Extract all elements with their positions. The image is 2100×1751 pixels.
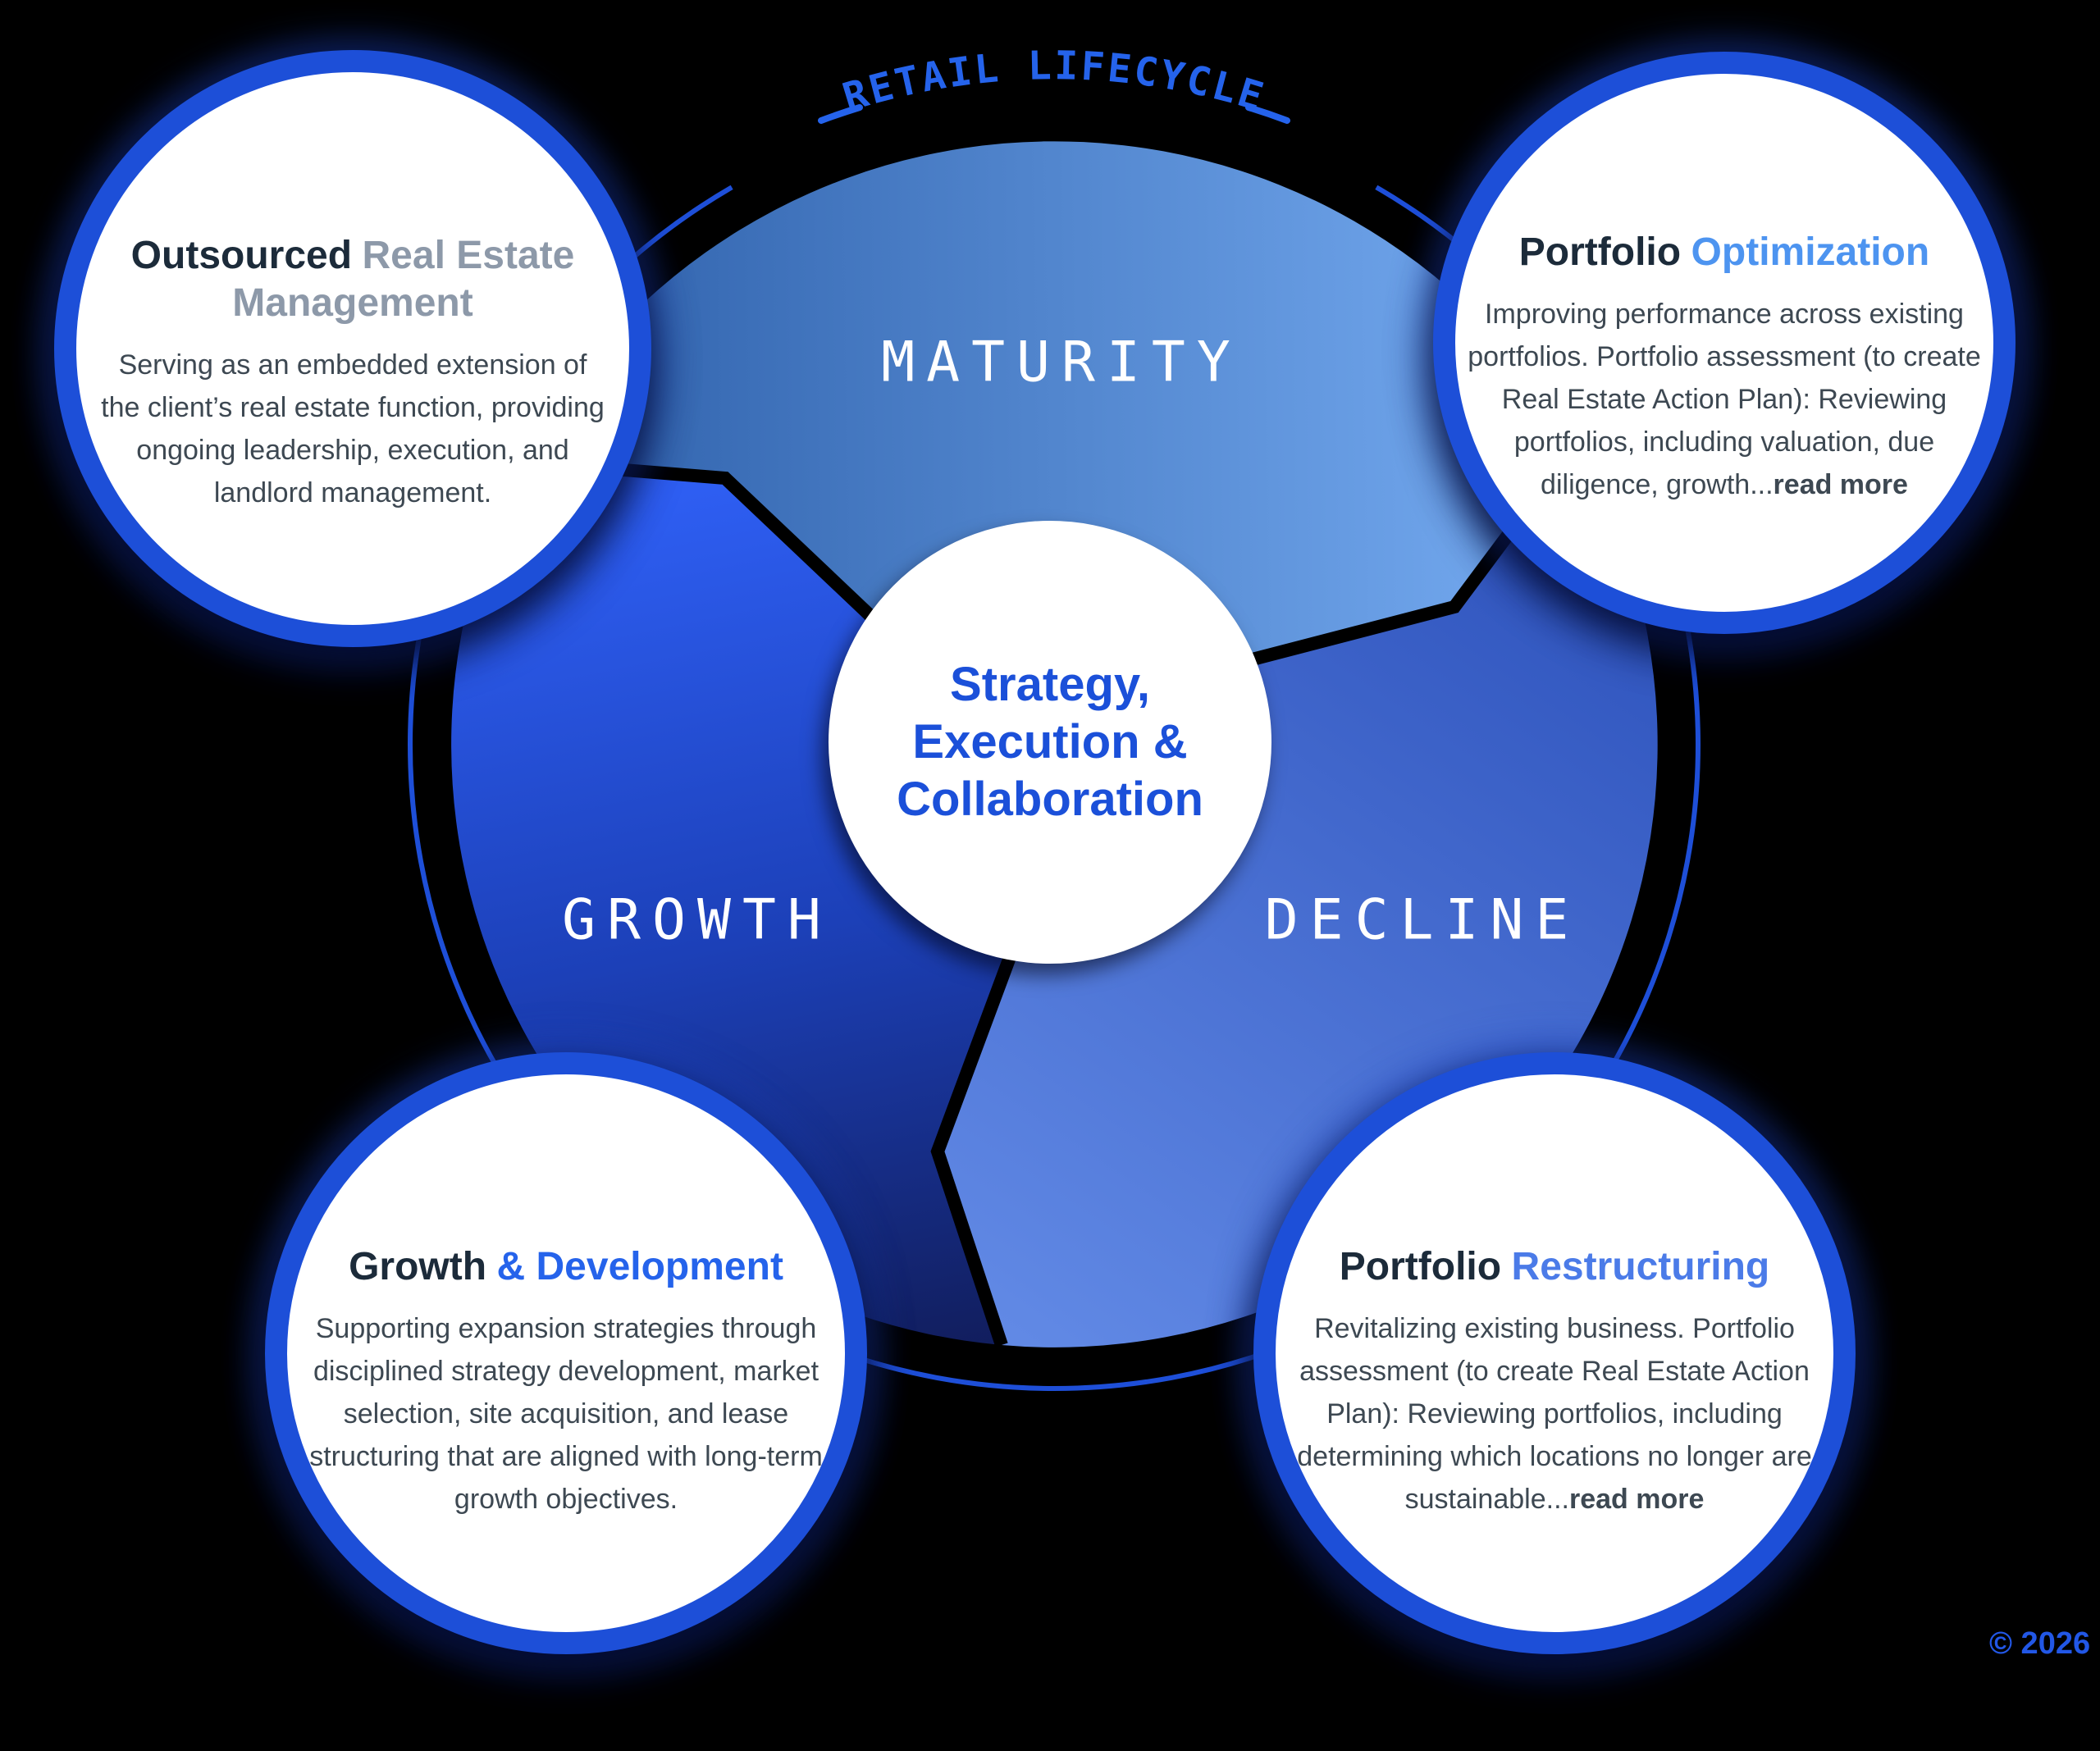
maturity-label: MATURITY (881, 330, 1242, 395)
restructuring-body: Revitalizing existing business. Portfoli… (1294, 1307, 1815, 1521)
optimization-title-accent: Optimization (1691, 230, 1930, 275)
optimization-body-text: Improving performance across existing po… (1468, 298, 1981, 500)
outsourced-body-text: Serving as an embedded extension of the … (101, 349, 605, 508)
center-title-line3: Collaboration (897, 773, 1203, 826)
center-circle: Strategy, Execution & Collaboration (829, 521, 1271, 964)
optimization-body: Improving performance across existing po… (1458, 293, 1991, 506)
arc-dash-right (1245, 104, 1290, 124)
growth-development-title-primary: Growth (349, 1245, 487, 1289)
optimization-title-primary: Portfolio (1518, 230, 1682, 275)
outsourced-title-primary: Outsourced (130, 234, 353, 278)
outsourced-title-accent: Real Estate Management (232, 234, 575, 325)
growth-label: GROWTH (562, 887, 833, 953)
optimization-read-more-link[interactable]: read more (1773, 468, 1908, 500)
restructuring-title-primary: Portfolio (1339, 1245, 1502, 1289)
ring-gap-mask (719, 75, 1390, 208)
growth-development-title-accent: & Development (496, 1245, 783, 1289)
growth-development-body: Supporting expansion strategies through … (302, 1307, 831, 1521)
growth-development-title: Growth& Development (349, 1243, 783, 1291)
restructuring-read-more-link[interactable]: read more (1568, 1483, 1705, 1515)
outsourced-body: Serving as an embedded extension of the … (98, 344, 607, 514)
center-title-line2: Execution & (912, 715, 1188, 768)
decline-label: DECLINE (1264, 887, 1581, 953)
gap-decline-growth (930, 864, 1050, 1347)
copyright-notice: © 2026 (1989, 1626, 2091, 1661)
restructuring-body-text: Revitalizing existing business. Portfoli… (1297, 1312, 1812, 1515)
arc-dash-left (818, 104, 863, 124)
maturity-segment (522, 141, 1577, 687)
growth-development-body-text: Supporting expansion strategies through … (309, 1312, 823, 1515)
center-title-line1: Strategy, (950, 658, 1150, 711)
growth-development-circle: Growth& Development Supporting expansion… (265, 1052, 867, 1654)
center-title: Strategy, Execution & Collaboration (897, 656, 1203, 828)
restructuring-title-accent: Restructuring (1511, 1245, 1770, 1289)
